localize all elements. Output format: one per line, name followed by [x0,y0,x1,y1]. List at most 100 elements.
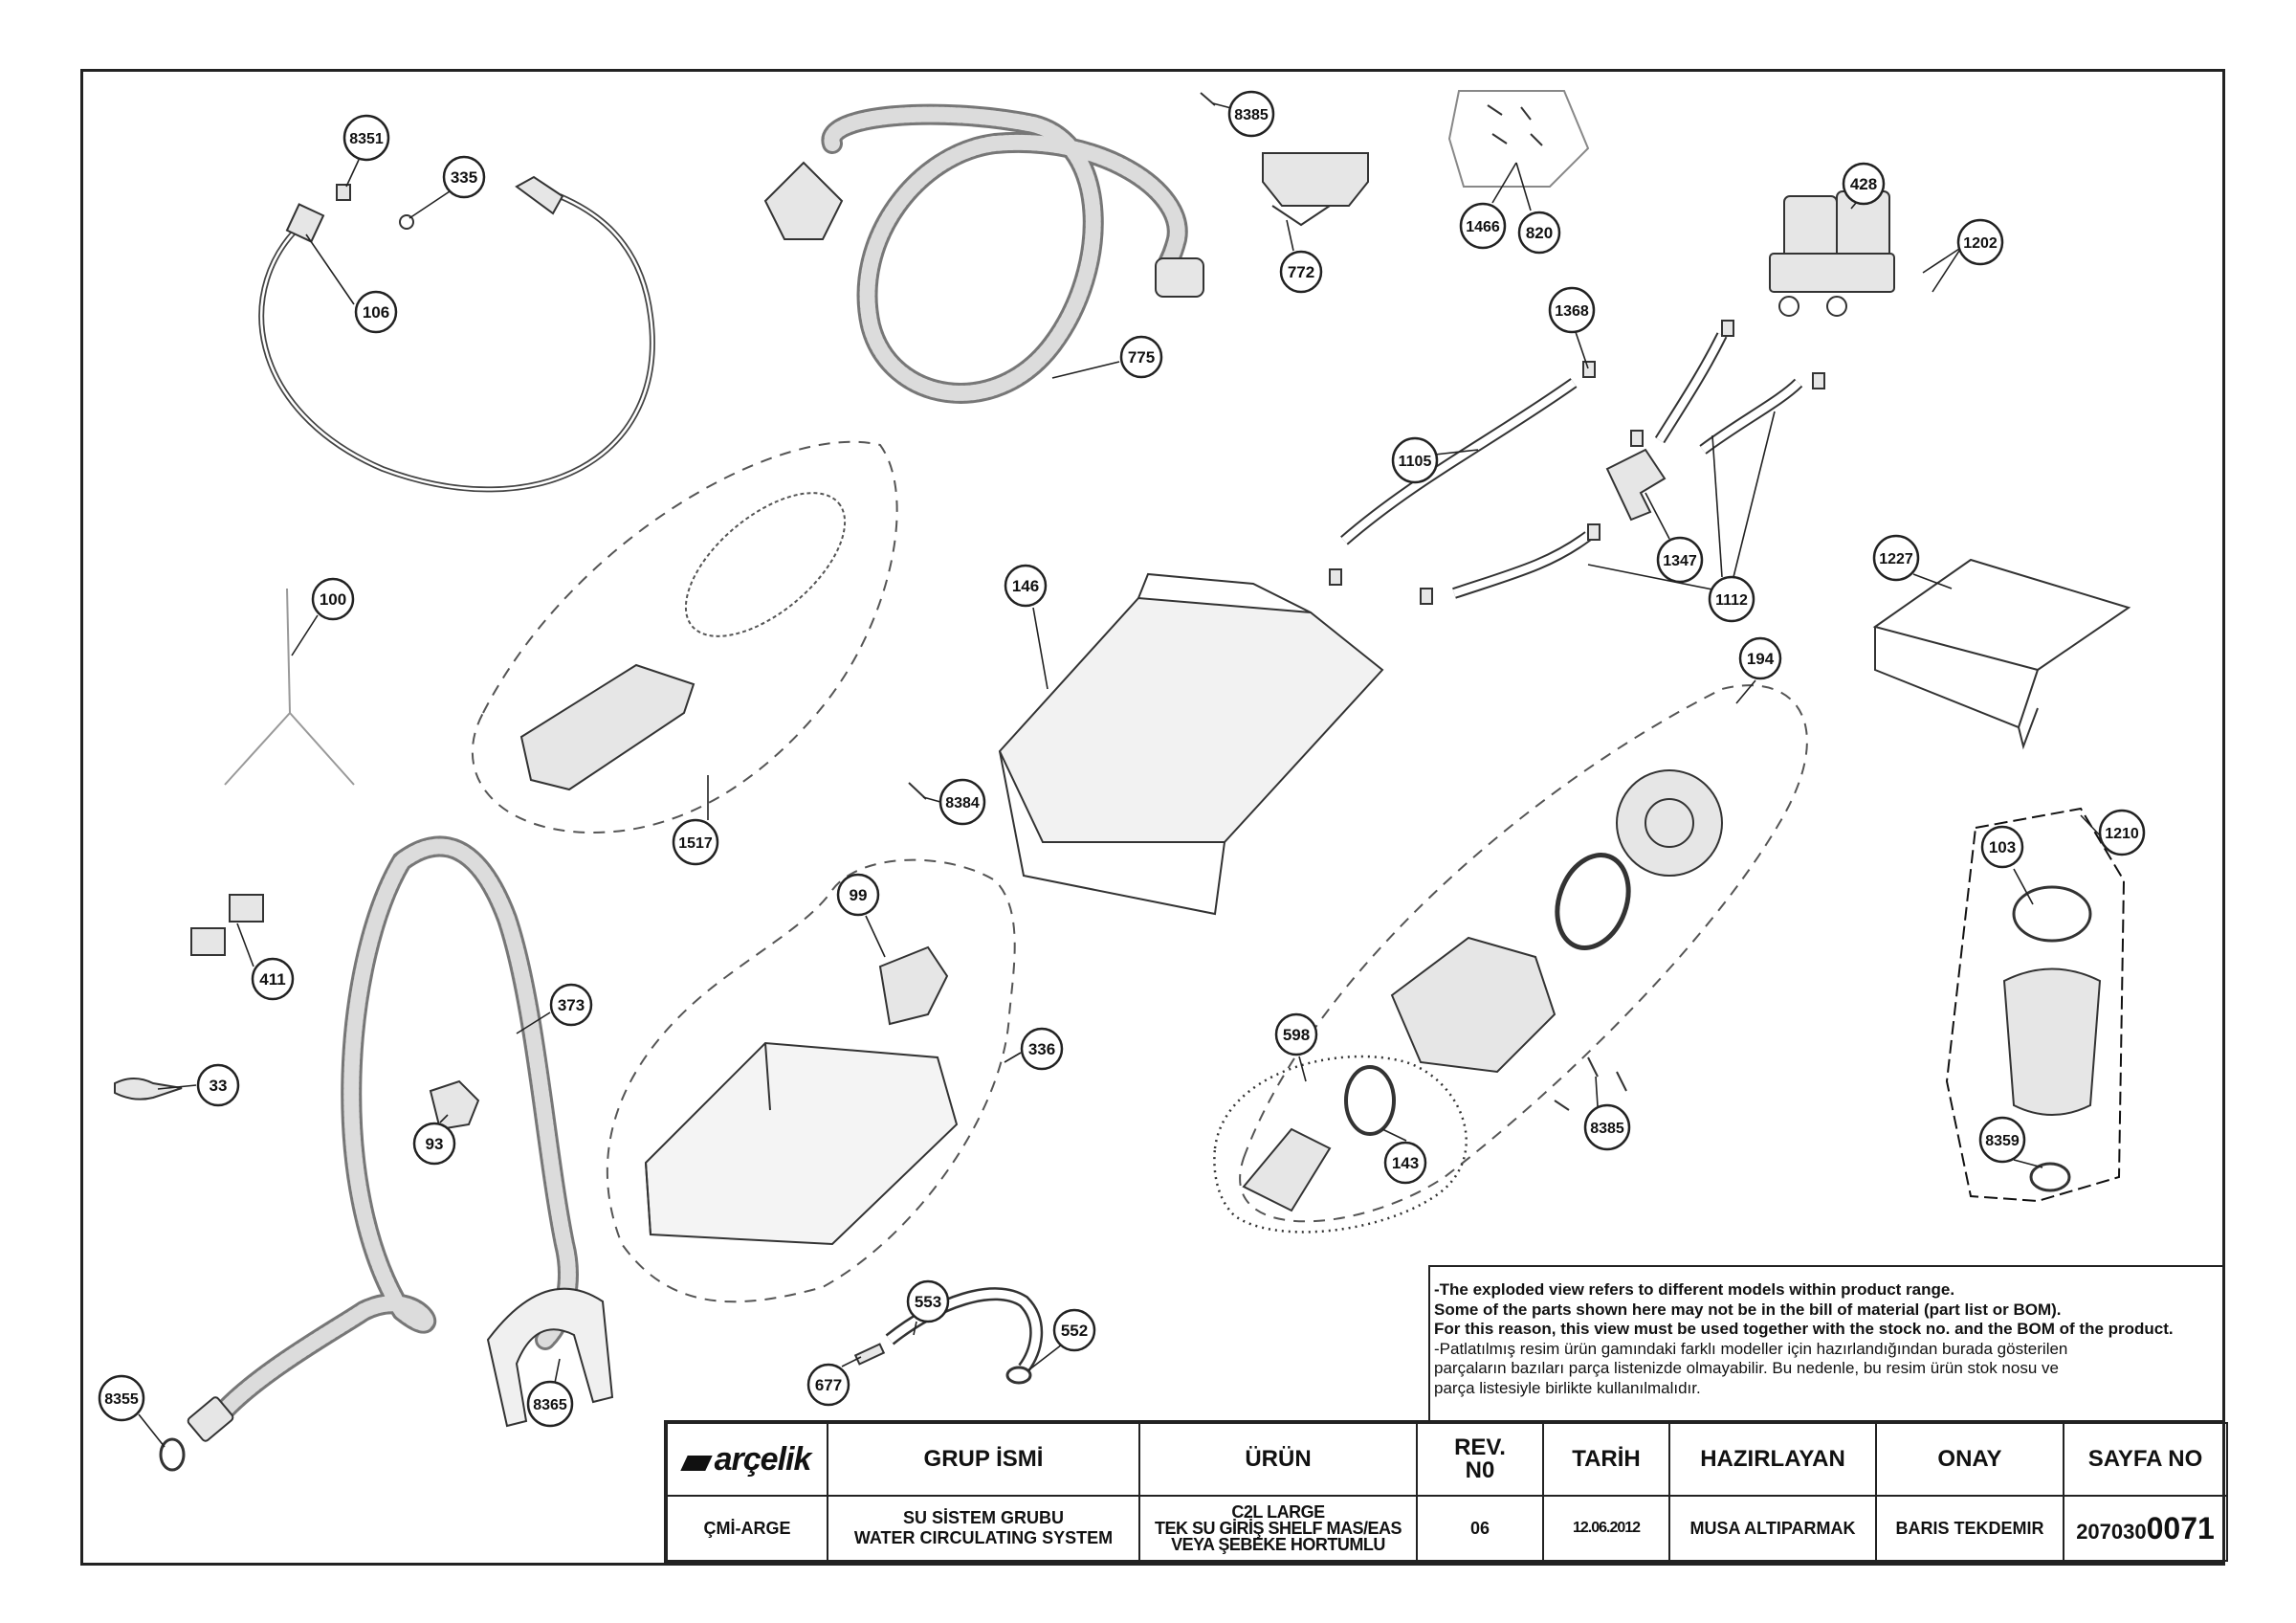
callout-label: 100 [320,590,346,609]
part-8351 [336,184,351,201]
callout-1466: 1466 [1459,202,1507,250]
callout-8385a: 8385 [1227,90,1275,138]
callout-label: 411 [259,970,285,989]
part-820-screws [1487,104,1543,146]
part-1466-plate [1447,90,1590,188]
callout-820: 820 [1517,211,1561,255]
callout-label: 194 [1747,650,1775,668]
note-tr-1: -Patlatılmış resim ürün gamındaki farklı… [1434,1339,2068,1358]
callout-label: 103 [1989,838,2016,856]
part-1347-tee [1605,448,1667,522]
callout-circle [354,290,398,334]
callout-label: 336 [1028,1040,1055,1058]
callout-label: 428 [1850,175,1877,193]
callout-335: 335 [442,155,486,199]
company-logo: arçelik [666,1422,828,1497]
part-194-body [1390,936,1556,1074]
callout-circle [1842,162,1886,206]
callout-label: 1105 [1399,454,1432,470]
callout-8384: 8384 [938,778,986,826]
callout-label: 775 [1128,348,1155,367]
group-tr: SU SİSTEM GRUBU [902,1508,1064,1527]
callout-circle [549,983,593,1027]
part-8385-screws-b [1554,1056,1627,1111]
product-line-3: VEYA ŞEBEKE HORTUMLU [1171,1534,1385,1554]
value-page: 2070300071 [2063,1495,2228,1562]
part-194-pump [1616,769,1723,877]
callout-label: 552 [1061,1322,1088,1340]
value-approved: BARIS TEKDEMIR [1875,1495,2064,1562]
callout-93: 93 [412,1122,456,1166]
callout-label: 677 [815,1376,842,1394]
group-194-outline [1239,684,1808,1223]
callout-143: 143 [1383,1141,1427,1185]
callout-1368: 1368 [1548,286,1596,334]
callout-label: 99 [850,886,868,904]
part-194-ring [1555,853,1631,950]
group-1517-outline [472,440,898,834]
callout-label: 820 [1526,224,1553,242]
page-prefix: 207030 [2076,1519,2147,1544]
note-en-3: For this reason, this view must be used … [1434,1320,2174,1338]
header-prepared: HAZIRLAYAN [1668,1422,1877,1497]
callout-1517: 1517 [672,818,719,866]
callout-circle [1548,286,1596,334]
callout-106: 106 [354,290,398,334]
group-598-outline [1213,1055,1468,1234]
callout-circle [98,1374,145,1422]
part-143-seal [1344,1065,1396,1136]
part-335 [399,214,414,230]
callout-1347: 1347 [1656,536,1704,584]
callout-label: 143 [1392,1154,1419,1172]
callout-33: 33 [196,1063,240,1107]
callout-circle [1738,636,1782,680]
callout-circle [1978,1116,2026,1164]
note-tr-2: parçaların bazıları parça listenizde olm… [1434,1359,2059,1377]
logo-mark-icon [679,1456,713,1472]
callout-label: 8365 [533,1397,567,1413]
value-prepared: MUSA ALTIPARMAK [1668,1495,1877,1562]
callout-label: 8385 [1234,107,1269,123]
callout-circle [1119,335,1163,379]
leader-lines [138,102,2101,1448]
callout-label: 1517 [678,835,713,852]
callout-circle [1459,202,1507,250]
part-598-filter [1242,1127,1332,1212]
callout-1202: 1202 [1956,218,2004,266]
part-428-valve [1769,190,1895,317]
value-dept: ÇMİ-ARGE [666,1495,828,1562]
callout-circle [806,1363,850,1407]
part-411-a [229,894,264,923]
callout-373: 373 [549,983,593,1027]
callout-circle [1004,564,1048,608]
part-106-connector [285,203,325,243]
part-100 [224,588,355,786]
callout-8385b: 8385 [1583,1103,1631,1151]
callout-circle [906,1279,950,1323]
callout-1112: 1112 [1708,575,1755,623]
group-1210-outline [1945,807,2126,1203]
part-1227 [1872,558,2131,672]
note-tr-3: parça listesiyle birlikte kullanılmalıdı… [1434,1378,1701,1397]
callout-103: 103 [1980,825,2024,869]
callout-circle [1020,1027,1064,1071]
callout-circle [412,1122,456,1166]
part-1517-tray [519,663,695,791]
callout-194: 194 [1738,636,1782,680]
part-411-b [190,927,226,956]
callout-label: 146 [1012,577,1039,595]
callout-336: 336 [1020,1027,1064,1071]
header-approved: ONAY [1875,1422,2064,1497]
callout-circle [526,1380,574,1428]
callout-label: 598 [1283,1026,1310,1044]
callout-circle [1052,1308,1096,1352]
callout-circle [1956,218,2004,266]
callout-label: 1202 [1963,235,1998,252]
callout-598: 598 [1274,1012,1318,1056]
callout-411: 411 [251,957,295,1001]
part-1210-boot [2002,967,2102,1116]
part-8385-screw-a [1200,92,1216,106]
callout-label: 1227 [1879,551,1913,567]
product-line-1: C2L LARGE [1231,1501,1325,1522]
